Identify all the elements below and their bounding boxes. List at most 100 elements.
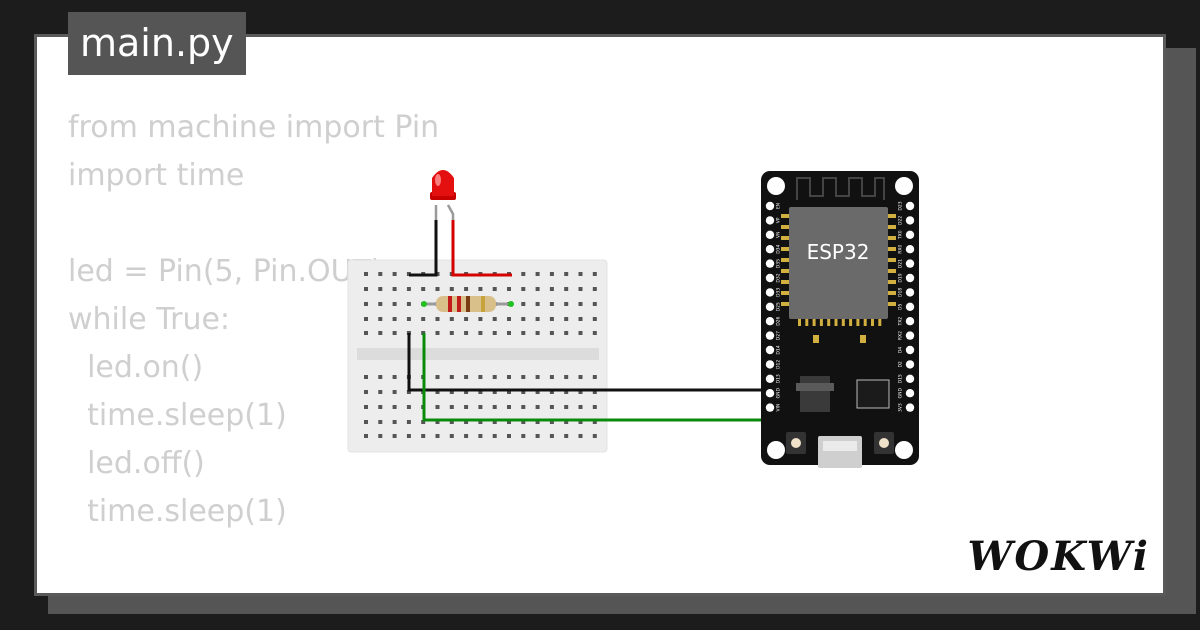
breadboard-hole — [406, 317, 411, 321]
esp32-pin-hole[interactable] — [905, 374, 915, 383]
breadboard-hole — [578, 272, 583, 276]
resistor[interactable] — [421, 296, 514, 312]
esp32-pin-hole[interactable] — [905, 360, 915, 369]
breadboard-hole — [578, 287, 583, 291]
esp32-pin-hole[interactable] — [765, 245, 775, 254]
breadboard-hole — [449, 420, 454, 424]
breadboard-hole — [521, 420, 526, 424]
chip-pin — [812, 319, 816, 326]
esp32-pin-label-left: EN — [776, 203, 782, 209]
esp32-pin-hole[interactable] — [765, 403, 775, 412]
esp32-pin-hole[interactable] — [765, 201, 775, 211]
breadboard-hole — [564, 317, 569, 321]
esp32-pin-hole[interactable] — [765, 317, 775, 326]
esp32-pin-label-right: TX2 — [898, 317, 904, 327]
breadboard-hole — [392, 405, 397, 409]
breadboard-hole — [378, 287, 383, 291]
breadboard-hole — [592, 331, 597, 335]
wokwi-logo: WOKWi — [967, 533, 1150, 580]
wire-black-gnd[interactable] — [407, 333, 776, 392]
chip-pin — [888, 225, 896, 229]
breadboard-hole — [492, 390, 497, 394]
wire-red[interactable] — [451, 220, 512, 277]
breadboard-hole — [364, 272, 368, 276]
esp32-pin-hole[interactable] — [905, 230, 915, 239]
esp32-pin-label-left: D14 — [776, 345, 782, 354]
breadboard-hole — [435, 434, 440, 438]
breadboard-hole — [378, 302, 383, 306]
esp32-pin-hole[interactable] — [765, 302, 775, 311]
esp32-pin-hole[interactable] — [905, 331, 915, 340]
chip-pin — [856, 319, 860, 326]
esp32-pin-hole[interactable] — [905, 288, 915, 297]
chip-pin — [871, 319, 874, 326]
breadboard-hole — [592, 317, 597, 321]
breadboard-hole — [478, 375, 483, 379]
code-line: time.sleep(1) — [68, 398, 287, 433]
breadboard-hole — [578, 302, 583, 306]
breadboard-hole — [549, 434, 554, 438]
esp32-pin-hole[interactable] — [765, 288, 775, 297]
breadboard-hole — [435, 287, 440, 291]
breadboard-hole — [521, 434, 526, 438]
breadboard-hole — [364, 302, 368, 306]
esp32-pin-label-right: D22 — [898, 216, 904, 225]
breadboard-hole — [406, 302, 411, 306]
esp32-pin-hole[interactable] — [905, 273, 915, 283]
code-line: led.off() — [68, 446, 205, 481]
esp32-pin-hole[interactable] — [905, 245, 915, 254]
esp32-pin-label-right: GND — [898, 388, 904, 399]
breadboard-hole — [564, 390, 569, 394]
breadboard-hole — [392, 287, 397, 291]
breadboard[interactable] — [347, 259, 608, 453]
breadboard-hole — [378, 331, 383, 335]
esp32-pin-hole[interactable] — [905, 216, 915, 225]
esp32-pin-hole[interactable] — [765, 360, 775, 369]
breadboard-hole — [592, 405, 597, 409]
breadboard-hole — [449, 405, 454, 409]
chip-pin — [781, 258, 789, 262]
chip-pin — [888, 236, 896, 240]
breadboard-hole — [392, 302, 397, 306]
esp32-pin-hole[interactable] — [765, 331, 775, 340]
esp32-pin-hole[interactable] — [905, 302, 915, 311]
breadboard-hole — [464, 420, 469, 424]
chip-pin — [849, 319, 853, 326]
chip-pin — [888, 291, 896, 295]
file-tab-main-py[interactable]: main.py — [68, 12, 246, 75]
esp32-pin-hole[interactable] — [905, 259, 915, 268]
wire-black-led[interactable] — [409, 220, 438, 277]
chip-pin — [805, 319, 809, 326]
breadboard-hole — [492, 420, 497, 424]
esp32-pin-hole[interactable] — [765, 216, 775, 225]
esp32-pin-label-left: D32 — [776, 273, 782, 282]
breadboard-hole — [364, 375, 368, 379]
breadboard-hole — [592, 434, 597, 438]
esp32-pin-label-left: D25 — [776, 302, 782, 311]
esp32-pin-hole[interactable] — [905, 317, 915, 326]
breadboard-hole — [535, 434, 540, 438]
esp32-pin-hole[interactable] — [905, 345, 915, 355]
esp32-pin-hole[interactable] — [765, 389, 775, 398]
esp32-pin-hole[interactable] — [905, 201, 915, 211]
chip-pin — [798, 319, 801, 326]
breadboard-hole — [435, 390, 440, 394]
esp32-pin-hole[interactable] — [765, 345, 775, 355]
esp32-pin-hole[interactable] — [765, 230, 775, 239]
led[interactable] — [430, 170, 456, 222]
esp32-pin-hole[interactable] — [765, 273, 775, 283]
breadboard-hole — [478, 434, 483, 438]
esp32-pin-hole[interactable] — [765, 259, 775, 268]
esp32-board[interactable]: ESP32 ENVPVND34D35D32D33D25D26D27D14D12D… — [761, 171, 919, 468]
breadboard-hole — [392, 390, 397, 394]
esp32-pin-hole[interactable] — [765, 374, 775, 383]
esp32-chip-label: ESP32 — [807, 240, 870, 264]
esp32-pin-label-right: D19 — [898, 273, 904, 282]
chip-pin — [888, 302, 896, 306]
esp32-pin-hole[interactable] — [905, 403, 915, 412]
breadboard-hole — [507, 375, 511, 379]
chip-pin — [781, 236, 789, 240]
esp32-pin-hole[interactable] — [905, 389, 915, 398]
breadboard-hole — [435, 317, 440, 321]
breadboard-hole — [549, 405, 554, 409]
